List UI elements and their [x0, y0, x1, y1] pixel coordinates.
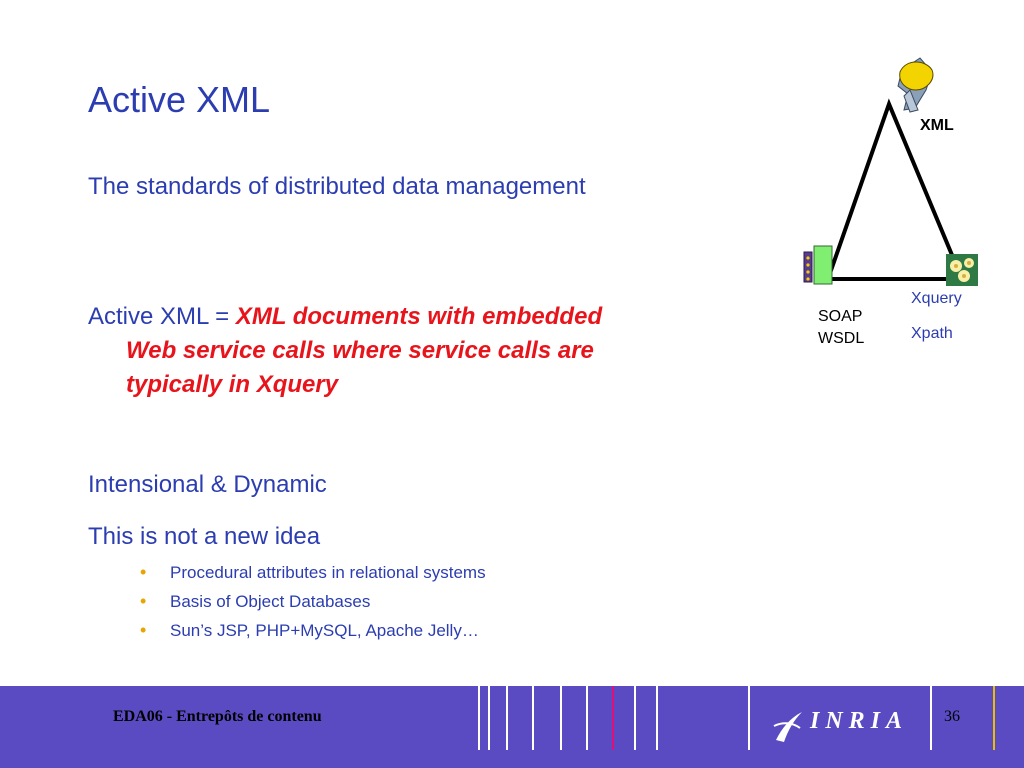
footer-divider [532, 686, 534, 750]
bullet-icon: • [140, 562, 147, 582]
triangle-shape [825, 98, 966, 281]
footer-divider [478, 686, 480, 750]
standards-triangle-diagram [803, 57, 978, 286]
xml-label: XML [920, 117, 954, 134]
soap-service-icon [803, 245, 833, 285]
page-number: 36 [944, 708, 960, 725]
list-item: •Procedural attributes in relational sys… [140, 558, 486, 587]
footer-divider [634, 686, 636, 750]
paragraph-not-new: This is not a new idea [88, 523, 321, 550]
footer-divider [930, 686, 932, 750]
definition-emphasis: XML documents with embedded Web service … [126, 303, 603, 398]
footer-divider [586, 686, 588, 750]
slide-title: Active XML [88, 79, 271, 120]
footer-divider [612, 686, 614, 750]
footer-divider [488, 686, 490, 750]
wsdl-label: WSDL [818, 330, 865, 347]
xml-clipart-icon [897, 57, 934, 113]
soap-wsdl-label: SOAP WSDL [818, 306, 864, 350]
paragraph-intensional: Intensional & Dynamic [88, 471, 327, 498]
footer-band [0, 686, 1024, 768]
inria-logo-text: INRIA [810, 708, 909, 734]
footer-divider [993, 686, 995, 750]
list-item: •Sun’s JSP, PHP+MySQL, Apache Jelly… [140, 616, 486, 645]
footer-divider [506, 686, 508, 750]
footer-divider [748, 686, 750, 750]
soap-label: SOAP [818, 308, 863, 325]
flowers-icon [946, 254, 978, 286]
bullet-list: •Procedural attributes in relational sys… [140, 558, 486, 645]
bullet-icon: • [140, 591, 147, 611]
paragraph-active-xml-definition: Active XML = XML documents with embedded… [88, 300, 646, 402]
inria-logo-icon [773, 712, 802, 742]
list-item: •Basis of Object Databases [140, 587, 486, 616]
xquery-label: Xquery [911, 290, 962, 307]
footer-divider [656, 686, 658, 750]
definition-prefix: Active XML = [88, 303, 236, 330]
footer-text: EDA06 - Entrepôts de contenu [113, 708, 322, 725]
bullet-icon: • [140, 620, 147, 640]
footer-divider [560, 686, 562, 750]
paragraph-standards: The standards of distributed data manage… [88, 173, 586, 200]
xpath-label: Xpath [911, 325, 953, 342]
